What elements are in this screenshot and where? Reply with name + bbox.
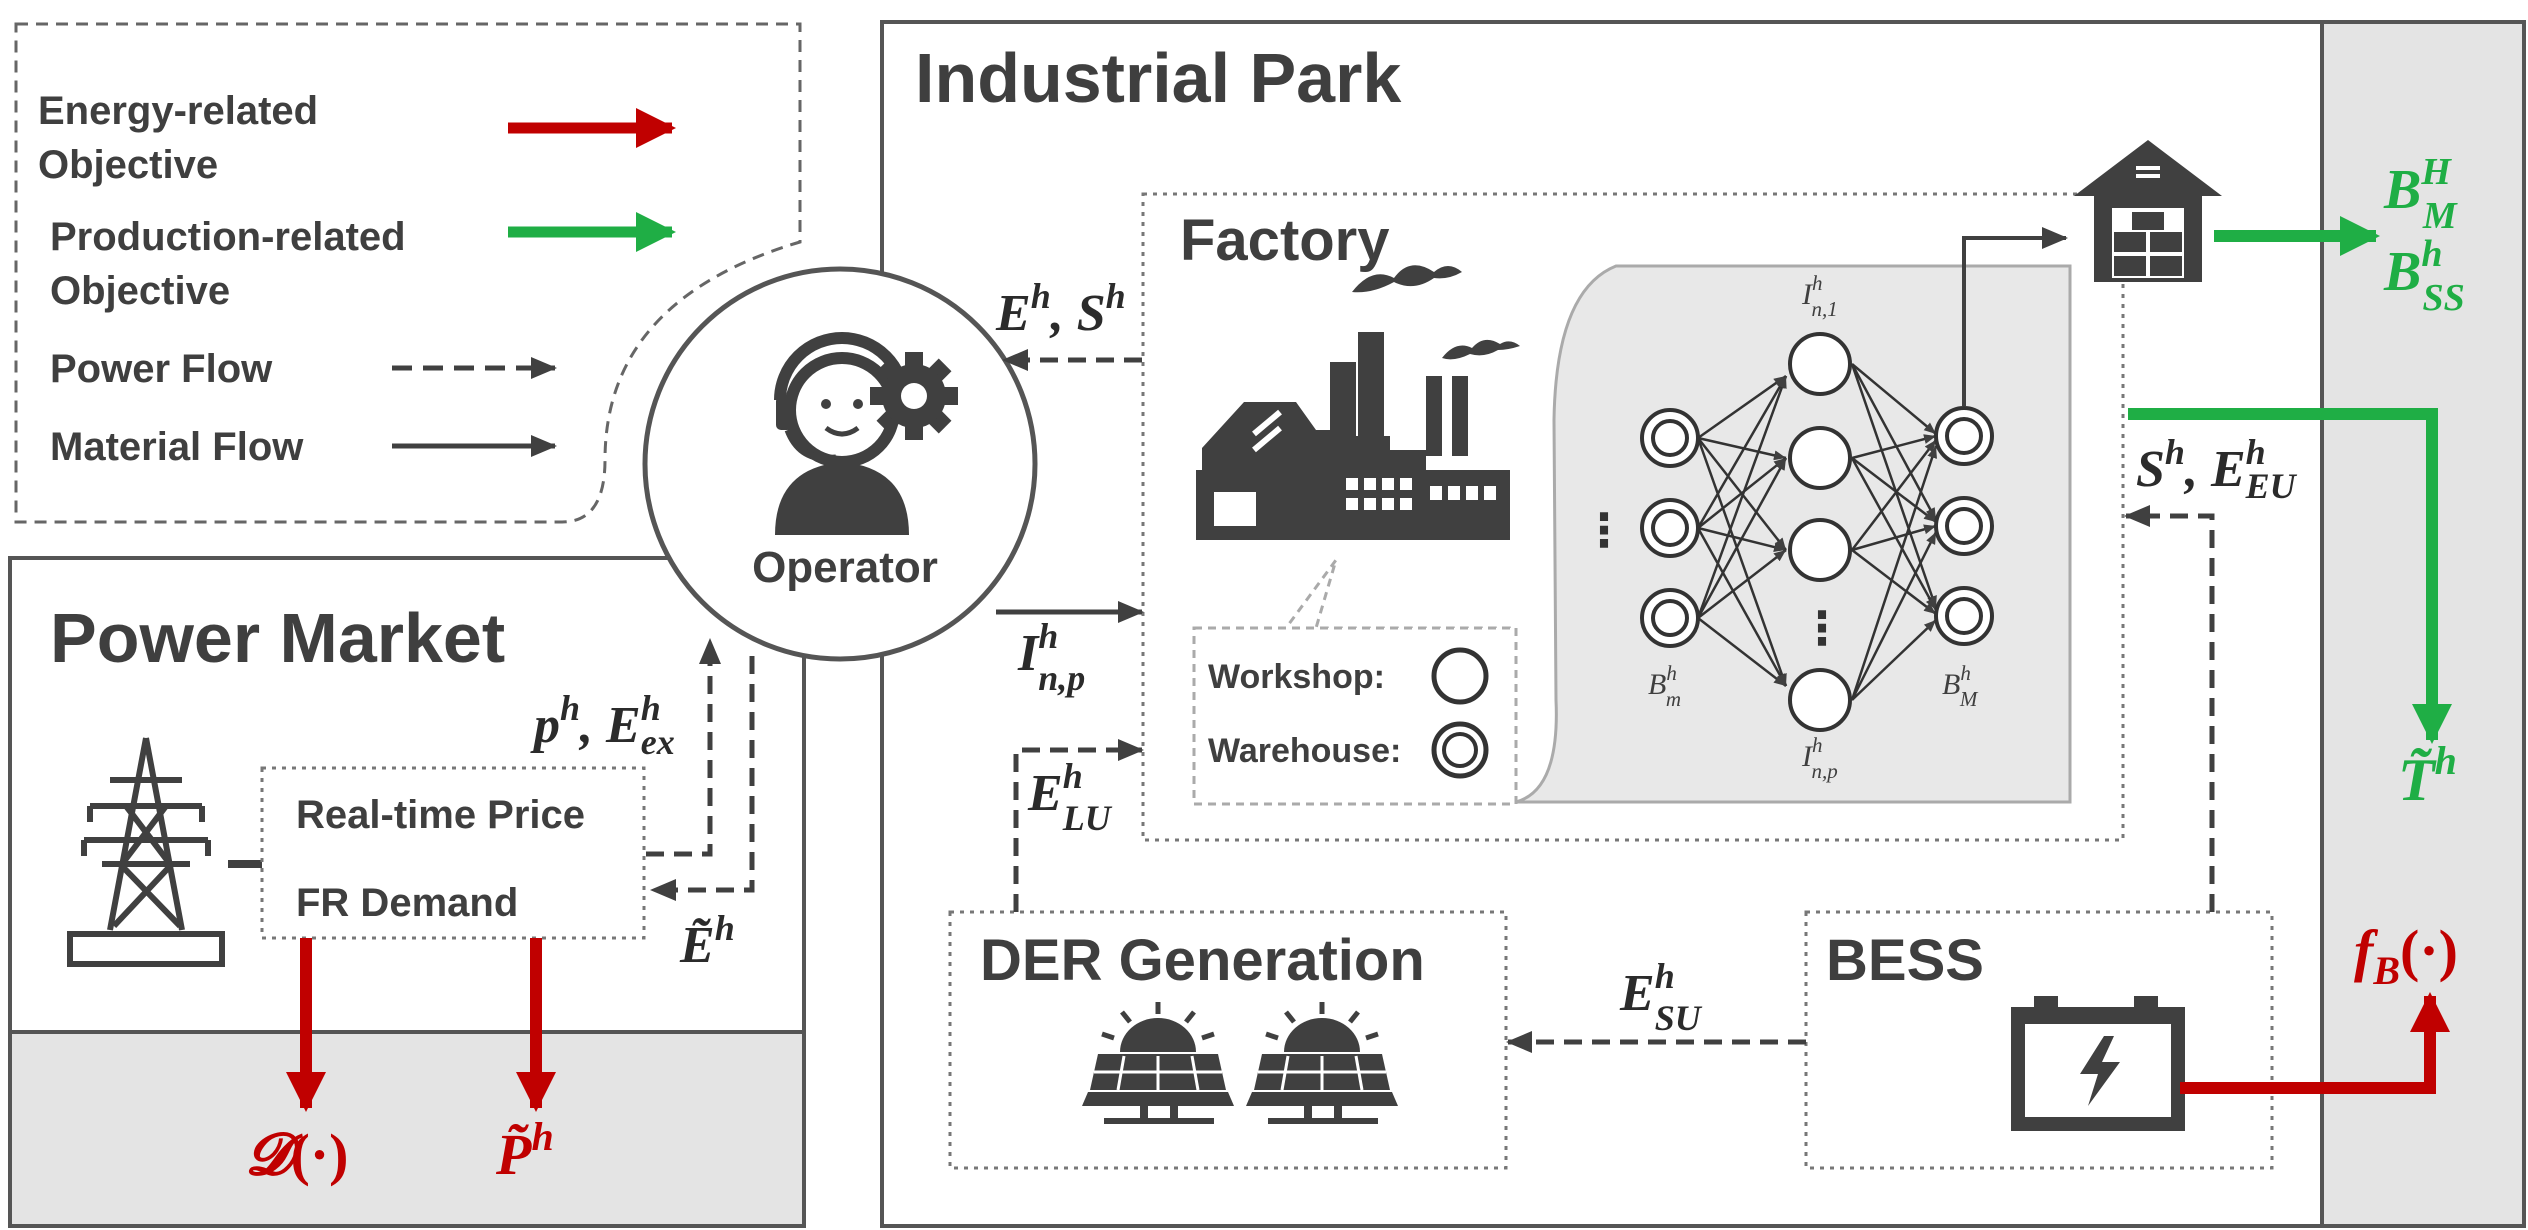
- workshop-label: Workshop:: [1208, 658, 1385, 696]
- material-flow-to-storage: [1962, 227, 2068, 406]
- output-warehouse-3-inner: [1945, 597, 1983, 635]
- legend-power-flow-label: Power Flow: [50, 347, 273, 391]
- operator-label: Operator: [752, 543, 938, 592]
- label-p-tilde: P̃h: [495, 1114, 554, 1187]
- workshop-node-1: [1788, 332, 1852, 396]
- power-flow-bess-to-factory: [2124, 505, 2215, 912]
- legend-energy-label-1: Energy-related: [38, 89, 318, 133]
- network-ellipsis-mid: ⋮: [1799, 602, 1845, 654]
- input-warehouse-1-inner: [1651, 419, 1689, 457]
- market-signal-box: [260, 766, 646, 940]
- legend-energy-label-2: Objective: [38, 143, 218, 187]
- workshop-symbol: [1431, 647, 1489, 705]
- warehouse-building-icon: [2074, 140, 2222, 282]
- workshop-node-2: [1788, 426, 1852, 490]
- workshop-nodes: [1788, 332, 1852, 732]
- industrial-park-title: Industrial Park: [915, 39, 1401, 117]
- workshop-node-p: [1788, 668, 1852, 732]
- label-f-b: fB(·): [2354, 918, 2458, 993]
- power-market-title: Power Market: [50, 599, 505, 677]
- throughput-objective-arrow: [2128, 408, 2452, 744]
- output-warehouse-nodes: [1934, 406, 1994, 646]
- output-warehouse-1-inner: [1945, 417, 1983, 455]
- power-tower-icon: [67, 737, 280, 967]
- input-warehouse-2-inner: [1651, 509, 1689, 547]
- input-warehouse-3-inner: [1651, 599, 1689, 637]
- der-generation-panel: [948, 910, 1508, 1170]
- factory-callout: [1194, 559, 1516, 630]
- legend-production-label-2: Objective: [50, 269, 230, 313]
- label-d-func: 𝓓(·): [246, 1122, 348, 1187]
- power-flow-market-to-operator: [646, 638, 721, 857]
- label-e-tilde: Ẽh: [679, 908, 735, 974]
- workshop-node-3: [1788, 518, 1852, 582]
- warehouse-label: Warehouse:: [1208, 732, 1401, 770]
- input-warehouse-nodes: [1640, 408, 1700, 648]
- bess-objective-arrow: [2180, 992, 2450, 1094]
- label-e-s: Eh, Sh: [995, 276, 1126, 342]
- der-generation-title: DER Generation: [980, 928, 1425, 993]
- fr-demand-label: FR Demand: [296, 881, 518, 925]
- label-t-tilde: T̃h: [2398, 738, 2457, 813]
- network-ellipsis-left: ⋮: [1581, 504, 1627, 556]
- factory-icon: [1196, 265, 1520, 540]
- solar-panel-icon: [1246, 1002, 1398, 1124]
- legend-material-flow-label: Material Flow: [50, 425, 304, 469]
- battery-icon: [2011, 996, 2185, 1131]
- warehouse-symbol-inner: [1442, 732, 1478, 768]
- gear-icon: [870, 352, 958, 440]
- network-edges: [1696, 363, 1938, 701]
- legend-production-label-1: Production-related: [50, 215, 406, 259]
- legend-box: [14, 22, 802, 524]
- factory-panel: [1141, 192, 2125, 842]
- bess-title: BESS: [1826, 928, 1984, 993]
- real-time-price-label: Real-time Price: [296, 793, 585, 837]
- bottom-objective-band: [8, 1030, 806, 1228]
- output-warehouse-2-inner: [1945, 507, 1983, 545]
- factory-title: Factory: [1180, 208, 1390, 273]
- solar-panel-icon: [1082, 1002, 1234, 1124]
- power-flow-operator-to-market: [650, 656, 755, 901]
